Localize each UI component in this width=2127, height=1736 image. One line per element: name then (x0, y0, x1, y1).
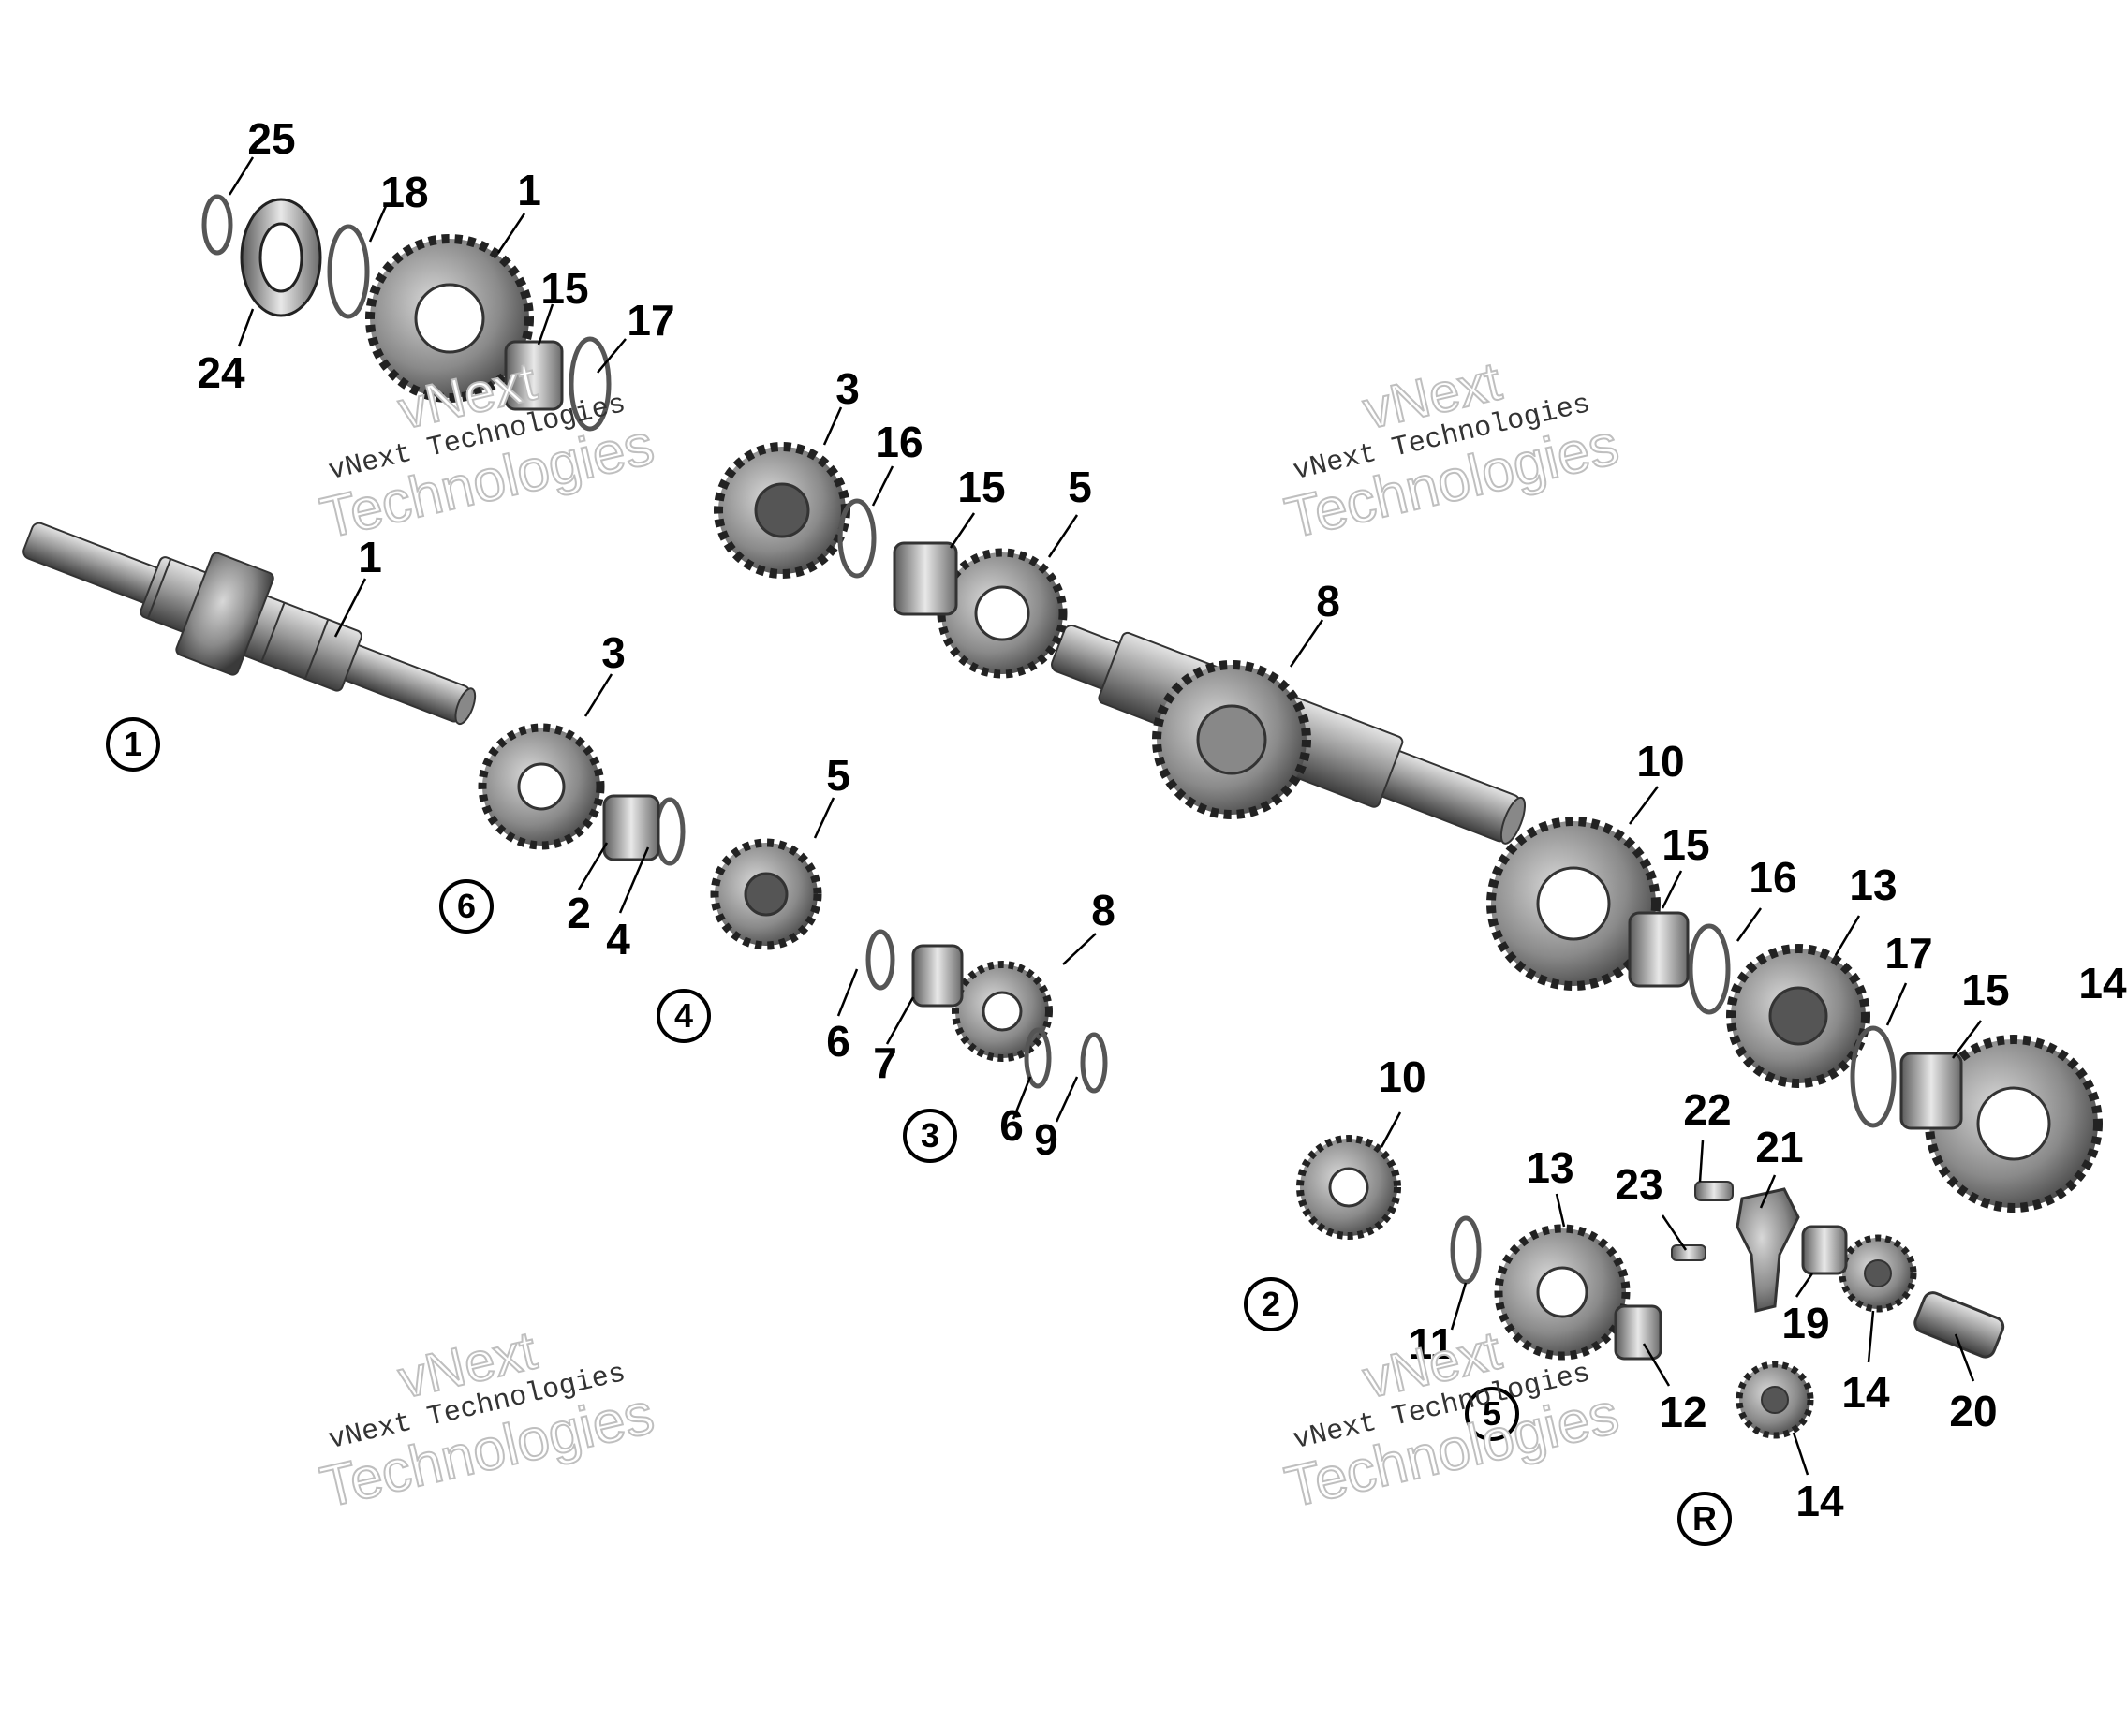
watermark-line1: vNext Technologies (1290, 1358, 1594, 1458)
callout-16: 16 (875, 418, 923, 466)
callout-14-low-a: 14 (1841, 1368, 1890, 1417)
watermark-line3: Technologies (1278, 411, 1625, 552)
callout-15-far: 15 (1961, 965, 2010, 1014)
gear-10-right (1486, 817, 1661, 991)
callout-23: 23 (1615, 1160, 1663, 1209)
callout-1-gear: 1 (517, 166, 541, 214)
needle-bearings (504, 340, 1963, 1361)
callout-10-low: 10 (1378, 1052, 1426, 1101)
callout-3-mid: 3 (601, 628, 626, 677)
callout-3-top: 3 (835, 364, 860, 413)
callout-2: 2 (567, 889, 591, 937)
input-shaft (22, 522, 477, 726)
callout-16-right: 16 (1749, 853, 1797, 902)
gear-3-mid (478, 723, 605, 850)
gear-10-low (1296, 1135, 1401, 1240)
callout-17-right: 17 (1884, 929, 1933, 978)
gear-position-2: 2 (1244, 1277, 1298, 1331)
callout-19: 19 (1781, 1299, 1830, 1347)
watermark-line1: vNext Technologies (325, 389, 629, 489)
callout-24: 24 (197, 348, 245, 397)
callout-11: 11 (1408, 1319, 1455, 1368)
gear-8-low (952, 961, 1053, 1062)
callout-15-right: 15 (1662, 820, 1710, 869)
ball-bearing (240, 198, 322, 317)
callout-15-top: 15 (957, 463, 1006, 511)
watermark-line2: vNext (1357, 349, 1508, 442)
gear-1-top (365, 234, 534, 403)
callout-8-low: 8 (1091, 886, 1115, 934)
gear-5-top (937, 548, 1068, 679)
callout-4: 4 (606, 915, 630, 964)
gear-5-mid (710, 838, 822, 950)
callout-15: 15 (540, 264, 589, 313)
gear-position-4: 4 (657, 989, 711, 1043)
callout-13-right: 13 (1849, 861, 1898, 909)
gear-position-5: 5 (1465, 1387, 1519, 1441)
callout-22: 22 (1683, 1085, 1732, 1134)
watermark-top-right: vNext vNext Technologies Technologies (1261, 331, 1625, 552)
callout-5-top: 5 (1068, 463, 1092, 511)
watermark-line3: Technologies (314, 411, 660, 552)
callout-25: 25 (247, 114, 296, 163)
callout-6: 6 (826, 1017, 850, 1066)
callout-8-shaft: 8 (1316, 577, 1340, 625)
callout-18: 18 (380, 168, 429, 216)
callout-9: 9 (1034, 1115, 1058, 1164)
callout-14-right: 14 (2078, 959, 2127, 1008)
callout-12: 12 (1659, 1388, 1707, 1436)
callout-6-low: 6 (999, 1101, 1024, 1150)
watermark-line2: vNext (392, 1318, 543, 1411)
callout-1-shaft: 1 (358, 533, 382, 581)
callout-14-low-b: 14 (1795, 1477, 1844, 1525)
gear-position-reverse: R (1677, 1492, 1732, 1546)
callout-20: 20 (1949, 1387, 1998, 1435)
gear-position-1: 1 (106, 717, 160, 772)
leader-lines (228, 156, 1982, 1476)
callout-5-mid: 5 (826, 751, 850, 800)
callout-7: 7 (873, 1038, 897, 1087)
gear-14-right (1925, 1035, 2103, 1213)
watermark-line1: vNext Technologies (1290, 389, 1594, 489)
gear-13-low (1494, 1224, 1631, 1361)
callout-13-low: 13 (1526, 1143, 1574, 1192)
gear-13-right (1726, 944, 1870, 1088)
gear-14-low-a (1839, 1234, 1917, 1313)
callout-17: 17 (627, 296, 675, 345)
callout-10-right: 10 (1636, 737, 1685, 786)
gear-14-low-b (1736, 1361, 1814, 1439)
watermark-line1: vNext Technologies (325, 1358, 629, 1458)
watermark-top-left: vNext vNext Technologies Technologies (296, 331, 660, 552)
callout-21: 21 (1755, 1123, 1804, 1171)
gear-position-3: 3 (903, 1109, 957, 1163)
watermark-line3: Technologies (1278, 1380, 1625, 1522)
reverse-idler-parts (1671, 1181, 2005, 1359)
watermark-line2: vNext (392, 349, 543, 442)
watermark-bottom-left: vNext vNext Technologies Technologies (296, 1301, 660, 1522)
watermark-line3: Technologies (314, 1380, 660, 1522)
gear-8-shaft (1152, 660, 1311, 819)
gear-position-6: 6 (439, 879, 494, 934)
